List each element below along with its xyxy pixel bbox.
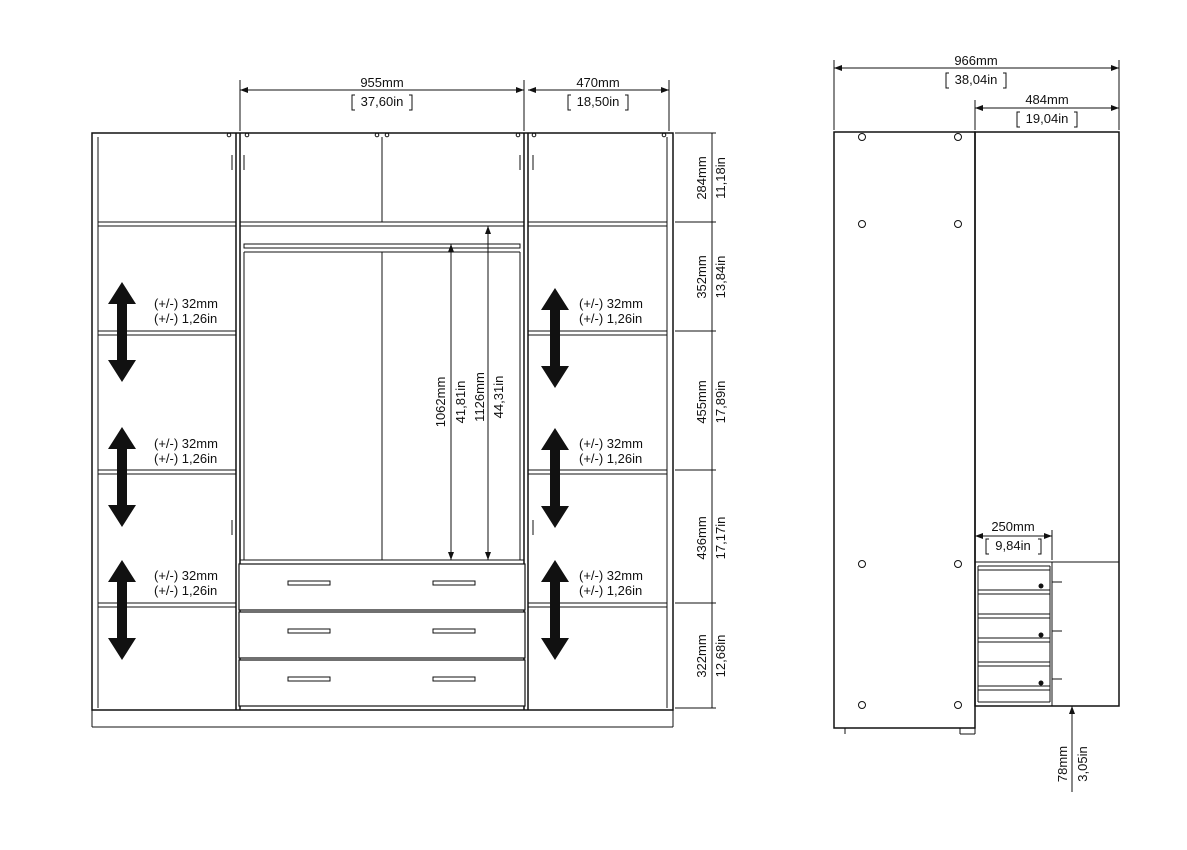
dim-foot-height-in: 3,05in [1075, 746, 1090, 781]
adjust-label-mm: (+/-) 32mm [154, 296, 218, 311]
dim-height-1-mm: 284mm [694, 156, 709, 199]
dim-side-width-mm: 470mm [576, 75, 619, 90]
hinge-hole [954, 133, 962, 141]
drawer-handle [432, 580, 476, 586]
dim-hanging-2-in: 44,31in [491, 376, 506, 419]
dim-hanging-1-mm: 1062mm [433, 377, 448, 428]
dim-depth-mm: 484mm [1025, 92, 1068, 107]
side-cabinet-body [974, 131, 1120, 707]
dim-drawer-depth-in: 9,84in [995, 538, 1030, 553]
drawer-1 [238, 563, 526, 611]
adjust-label-mm: (+/-) 32mm [579, 296, 643, 311]
drawer-handle [287, 628, 331, 634]
dim-hanging-1-in: 41,81in [453, 381, 468, 424]
dim-total-width-mm: 966mm [954, 53, 997, 68]
hinge-hole [858, 701, 866, 709]
dim-height-4-mm: 436mm [694, 516, 709, 559]
adjust-label-mm: (+/-) 32mm [579, 436, 643, 451]
drawer-3 [238, 659, 526, 707]
adjust-arrow [108, 427, 136, 527]
dim-total-width-in: 38,04in [955, 72, 998, 87]
adjust-arrow [108, 560, 136, 660]
adjust-label-in: (+/-) 1,26in [579, 583, 642, 598]
hinge-hole [858, 133, 866, 141]
dim-height-3-in: 17,89in [713, 381, 728, 424]
adjust-arrow [108, 282, 136, 382]
dim-height-4-in: 17,17in [713, 517, 728, 560]
adjust-label-mm: (+/-) 32mm [154, 436, 218, 451]
drawer-2 [238, 611, 526, 659]
adjust-label-mm: (+/-) 32mm [154, 568, 218, 583]
side-door-panel [833, 131, 976, 729]
dim-width-in: 37,60in [361, 94, 404, 109]
dim-height-2-mm: 352mm [694, 255, 709, 298]
front-view: (+/-) 32mm (+/-) 1,26in (+/-) 32mm (+/-)… [91, 75, 728, 728]
hinge-hole [954, 560, 962, 568]
drawer-handle [432, 628, 476, 634]
dim-height-5-mm: 322mm [694, 634, 709, 677]
adjust-arrow [541, 560, 569, 660]
hinge-hole [954, 701, 962, 709]
adjust-label-in: (+/-) 1,26in [154, 451, 217, 466]
adjust-label-in: (+/-) 1,26in [154, 311, 217, 326]
adjust-arrow [541, 288, 569, 388]
drawer-handle [287, 676, 331, 682]
adjust-arrow [541, 428, 569, 528]
adjust-label-in: (+/-) 1,26in [579, 451, 642, 466]
dim-height-2-in: 13,84in [713, 256, 728, 299]
dim-height-3-mm: 455mm [694, 380, 709, 423]
drawer-handle [432, 676, 476, 682]
dim-depth-in: 19,04in [1026, 111, 1069, 126]
dim-foot-height-mm: 78mm [1055, 746, 1070, 782]
dim-width-mm: 955mm [360, 75, 403, 90]
dim-side-width-in: 18,50in [577, 94, 620, 109]
dim-height-1-in: 11,18in [713, 157, 728, 199]
dim-drawer-depth-mm: 250mm [991, 519, 1034, 534]
hinge-hole [858, 560, 866, 568]
drawer-handle [287, 580, 331, 586]
side-drawers [977, 565, 1062, 703]
dim-hanging-2-mm: 1126mm [472, 372, 487, 422]
adjust-label-in: (+/-) 1,26in [579, 311, 642, 326]
hinge-hole [858, 220, 866, 228]
adjust-label-in: (+/-) 1,26in [154, 583, 217, 598]
dim-height-5-in: 12,68in [713, 635, 728, 678]
side-view: 966mm 38,04in 484mm 19,04in 250mm 9,84in… [833, 53, 1120, 792]
adjust-label-mm: (+/-) 32mm [579, 568, 643, 583]
hinge-hole [954, 220, 962, 228]
